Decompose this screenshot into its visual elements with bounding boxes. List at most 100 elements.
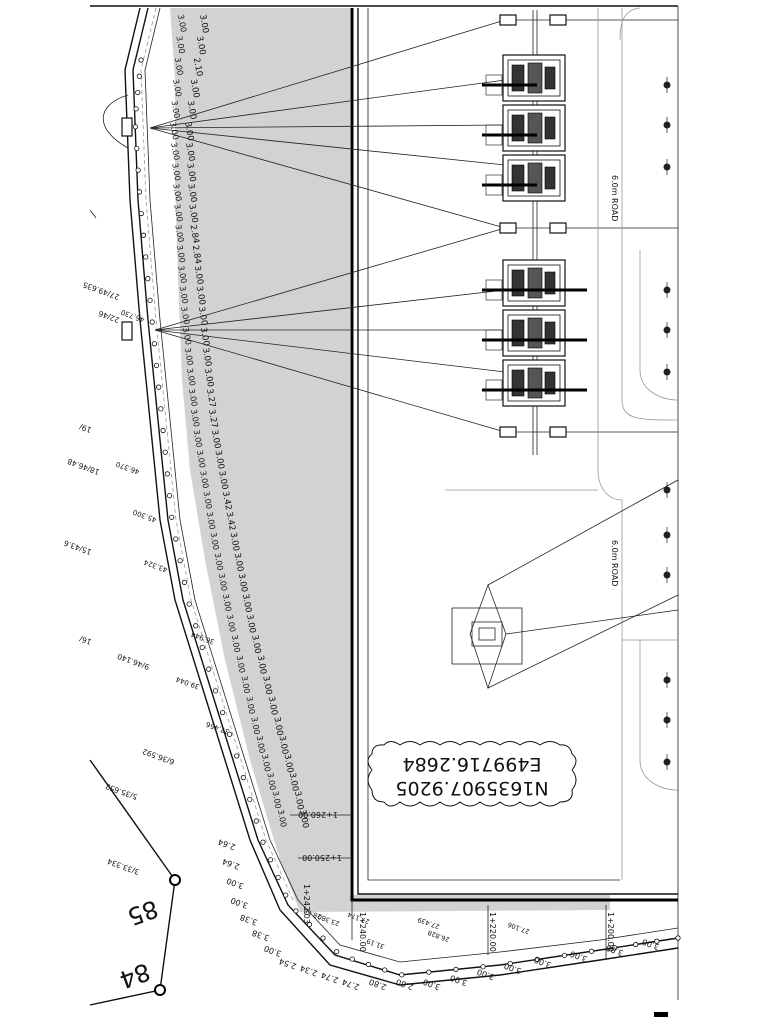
width-label-bottom: 2.74	[341, 977, 361, 992]
feeder-boxes	[499, 14, 567, 438]
survey-marker	[663, 482, 671, 498]
width-label-outer: 3.00	[282, 753, 295, 773]
width-label-outer: 2.84	[190, 244, 203, 264]
fence-post	[365, 961, 372, 968]
fence-post	[138, 57, 144, 63]
width-label-inner: 3.00	[173, 224, 185, 243]
boundary-arc	[102, 94, 129, 149]
survey-marker	[663, 712, 671, 728]
width-label-outer: 3.00	[266, 696, 279, 716]
fence-post	[135, 167, 141, 173]
left-elevations: 27/49.63522/4619/18/46.4815/43.616/9/46.…	[62, 280, 175, 877]
fence-post	[227, 731, 233, 737]
fence-post	[240, 775, 246, 781]
fence-post	[399, 972, 405, 978]
width-label-outer: 3.00	[194, 35, 207, 55]
survey-point-84	[154, 984, 166, 996]
width-label-outer: 3.00	[244, 614, 257, 634]
chainage-6: 1+200.00	[606, 912, 615, 952]
width-label-inner: 3.00	[169, 100, 181, 119]
width-label-outer: 3.00	[196, 306, 209, 326]
width-label-outer: 3.00	[292, 790, 305, 810]
width-label-inner: 3.00	[217, 573, 229, 592]
fence-post	[145, 276, 151, 282]
survey-marker	[663, 567, 671, 583]
pole-box-1	[121, 117, 133, 137]
fence-post	[480, 964, 486, 970]
width-label-outer: 3.00	[202, 368, 215, 388]
width-label-inner: 3.00	[202, 491, 214, 510]
width-label-inner: 3.00	[271, 790, 283, 809]
width-label-inner: 3.00	[230, 634, 242, 653]
survey-marker	[663, 282, 671, 298]
marker-85: 85	[124, 894, 162, 931]
width-label-outer: 3.00	[240, 593, 253, 613]
fence-post	[283, 892, 289, 898]
width-label-inner: 3.00	[187, 388, 199, 407]
width-label-inner: 3.00	[209, 532, 221, 551]
width-label-inner: 3.00	[178, 285, 190, 304]
fence-post	[253, 818, 259, 824]
width-label-outer: 3.00	[297, 809, 310, 829]
toe-line-2	[132, 7, 679, 976]
width-label-outer: 3.00	[188, 78, 201, 98]
fence-post	[132, 124, 139, 130]
fence-post	[199, 644, 205, 651]
cable-fan-upper	[149, 19, 506, 229]
generator-unit	[482, 54, 566, 102]
width-label-inner: 3.00	[221, 593, 233, 612]
fence-post	[135, 89, 141, 96]
width-label-outer: 2.84	[188, 224, 201, 244]
width-label-outer: 3.00	[216, 470, 229, 490]
width-label-inner: 3.00	[169, 142, 181, 161]
width-label-bottom: 3.00	[449, 973, 469, 988]
width-label-inner: 3.00	[181, 326, 193, 345]
fence-post	[193, 623, 199, 629]
fence-post	[334, 949, 340, 955]
survey-marker	[663, 672, 671, 688]
slope-hatch-area	[170, 8, 610, 912]
elevation-label: 15/43.6	[62, 538, 92, 556]
elevation-label: 18/46.48	[66, 457, 101, 477]
width-label-inner: 3.00	[205, 511, 217, 530]
width-label-bottom: 2.80	[395, 977, 415, 992]
elevation-mid-label: 46.370	[115, 460, 141, 476]
width-label-outer: 3.00	[255, 655, 268, 675]
width-label-inner: 3.00	[176, 14, 188, 33]
elevation-mid-label: 36.944	[189, 630, 215, 646]
width-label-inner: 3.00	[240, 675, 252, 694]
width-labels-outer: 3.003.002.103.003.003.003.003.003.003.00…	[182, 14, 310, 829]
wall-line-inner	[357, 8, 678, 895]
elevation-label: 19/	[78, 422, 93, 435]
width-label-bottom: 3.00	[422, 977, 442, 992]
traverse-line	[89, 759, 176, 1006]
marker-84: 84	[116, 957, 154, 994]
fence-post	[186, 601, 192, 607]
fence-post	[136, 189, 143, 195]
fence-post	[153, 362, 160, 369]
width-label-inner: 3.00	[255, 735, 267, 754]
fence-post	[147, 297, 153, 303]
width-label-inner: 3.00	[195, 450, 207, 469]
chainage-3: 1+242.03	[302, 884, 311, 924]
width-label-outer: 3.00	[228, 532, 241, 552]
fence-post	[206, 666, 212, 672]
elevation-label: 16/	[78, 634, 93, 647]
width-label-bottom: 3.00	[263, 944, 283, 959]
toe-line-3	[144, 7, 679, 963]
generator-unit	[482, 359, 587, 407]
survey-marker	[663, 364, 671, 380]
width-label-bottom: 3.00	[569, 949, 589, 964]
fence-post	[181, 579, 188, 585]
width-label-outer: 3.42	[220, 491, 233, 511]
bottom-mark: 27.439	[417, 915, 441, 930]
easting-label: E499716.2684	[403, 753, 542, 775]
fence-post	[136, 73, 142, 79]
width-label-outer: 3.00	[184, 162, 197, 182]
fence-post	[234, 753, 240, 759]
generator-units	[482, 54, 587, 407]
scale-tick	[654, 1012, 668, 1017]
width-label-outer: 3.42	[224, 511, 237, 531]
width-label-bottom: 3.38	[251, 928, 271, 943]
